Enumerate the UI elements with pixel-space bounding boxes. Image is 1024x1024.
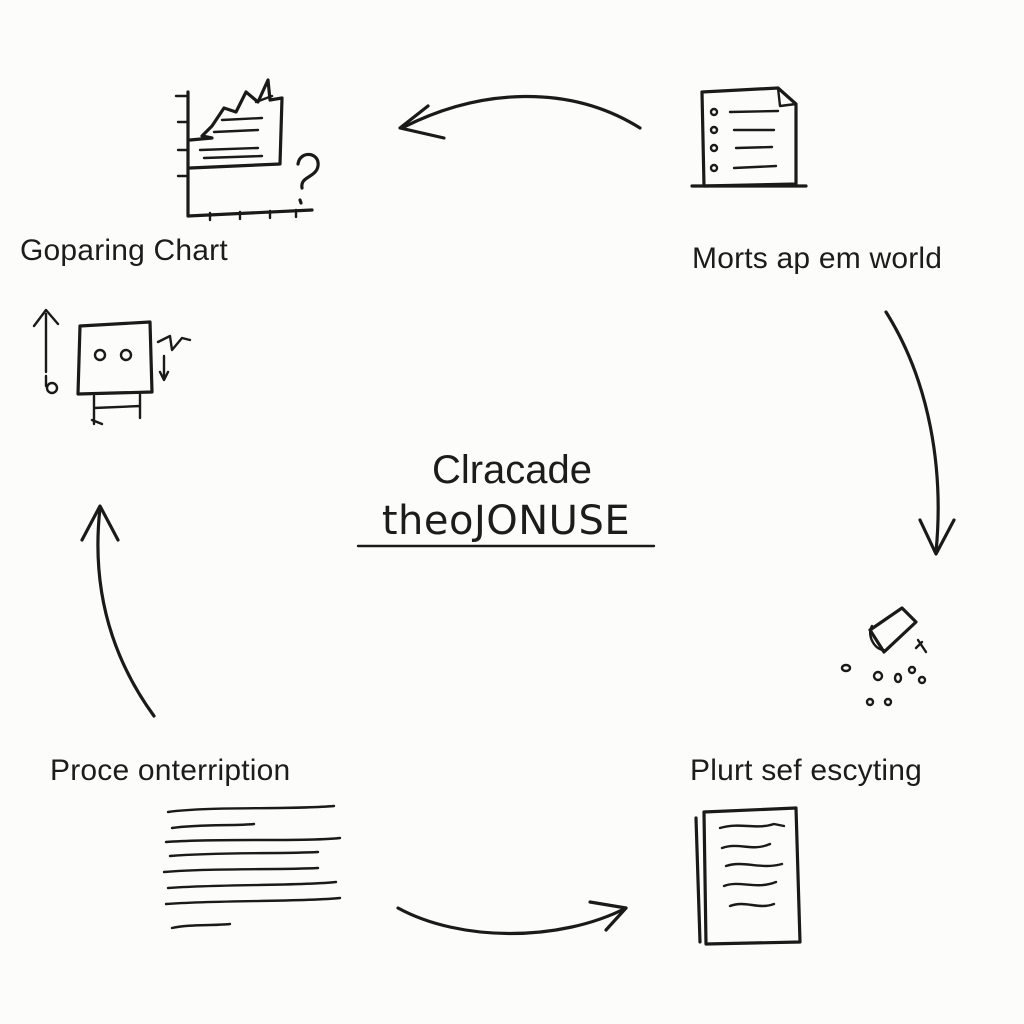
arrow-top xyxy=(398,94,642,140)
center-title: Clracade xyxy=(431,448,593,492)
notebook-icon xyxy=(694,806,802,946)
node-label-top-right: Morts ap em world xyxy=(692,242,943,275)
node-label-top-left: Goparing Chart xyxy=(20,234,228,267)
arrow-bottom xyxy=(396,900,628,936)
text-lines-icon xyxy=(162,804,342,930)
arrow-right xyxy=(884,310,956,556)
shaker-icon xyxy=(840,606,928,707)
robot-icon xyxy=(32,308,192,426)
line-chart-question-icon xyxy=(174,78,320,222)
node-label-bottom-right: Plurt sef escyting xyxy=(690,754,923,787)
arrow-left xyxy=(80,504,156,718)
document-list-icon xyxy=(690,86,808,188)
node-label-bottom-left: Proce onterription xyxy=(50,754,291,787)
center-subtitle: theoJONUSE xyxy=(381,498,631,544)
